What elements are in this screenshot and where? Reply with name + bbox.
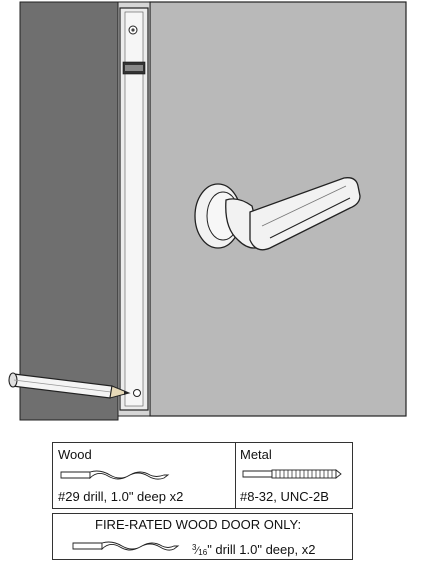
wood-header: Wood xyxy=(58,447,92,462)
fraction-numerator: 3 xyxy=(192,543,197,552)
fire-rated-spec-rest: " drill 1.0" deep, x2 xyxy=(207,542,316,557)
tap-bit-icon xyxy=(242,469,342,479)
lever-handle xyxy=(194,177,361,251)
drill-bit-icon xyxy=(72,541,180,551)
drill-bit-icon xyxy=(60,470,170,480)
wall-frame xyxy=(19,1,119,421)
metal-header: Metal xyxy=(240,447,272,462)
edge-plate xyxy=(119,7,149,411)
drill-spec-table xyxy=(52,442,353,509)
bottom-screw-hole xyxy=(133,389,141,397)
fraction-denominator: 16 xyxy=(198,548,208,557)
fire-rated-spec: 3⁄16" drill 1.0" deep, x2 xyxy=(192,542,316,558)
installation-illustration xyxy=(8,1,407,421)
metal-spec: #8-32, UNC-2B xyxy=(240,489,329,504)
pencil xyxy=(8,372,131,399)
wood-spec: #29 drill, 1.0" deep x2 xyxy=(58,489,184,504)
table-divider xyxy=(235,442,236,509)
fire-rated-box xyxy=(52,513,353,560)
fire-rated-header: FIRE-RATED WOOD DOOR ONLY: xyxy=(95,517,302,532)
